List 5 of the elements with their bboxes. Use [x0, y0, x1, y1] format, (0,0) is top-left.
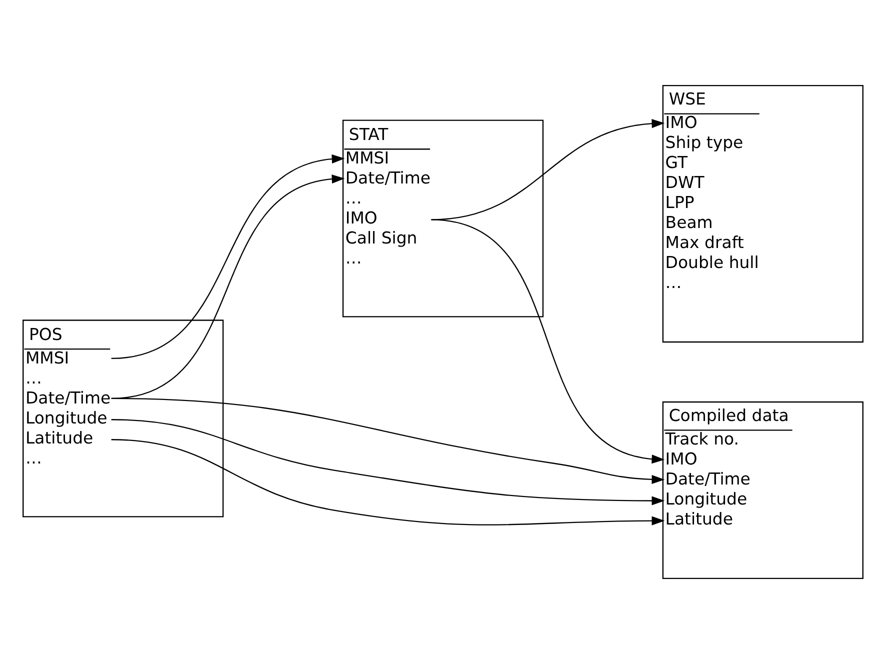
arrow	[110, 419, 664, 506]
arrow	[110, 154, 344, 360]
arrow	[110, 439, 664, 526]
arrow	[430, 219, 664, 464]
arrow	[110, 398, 664, 484]
